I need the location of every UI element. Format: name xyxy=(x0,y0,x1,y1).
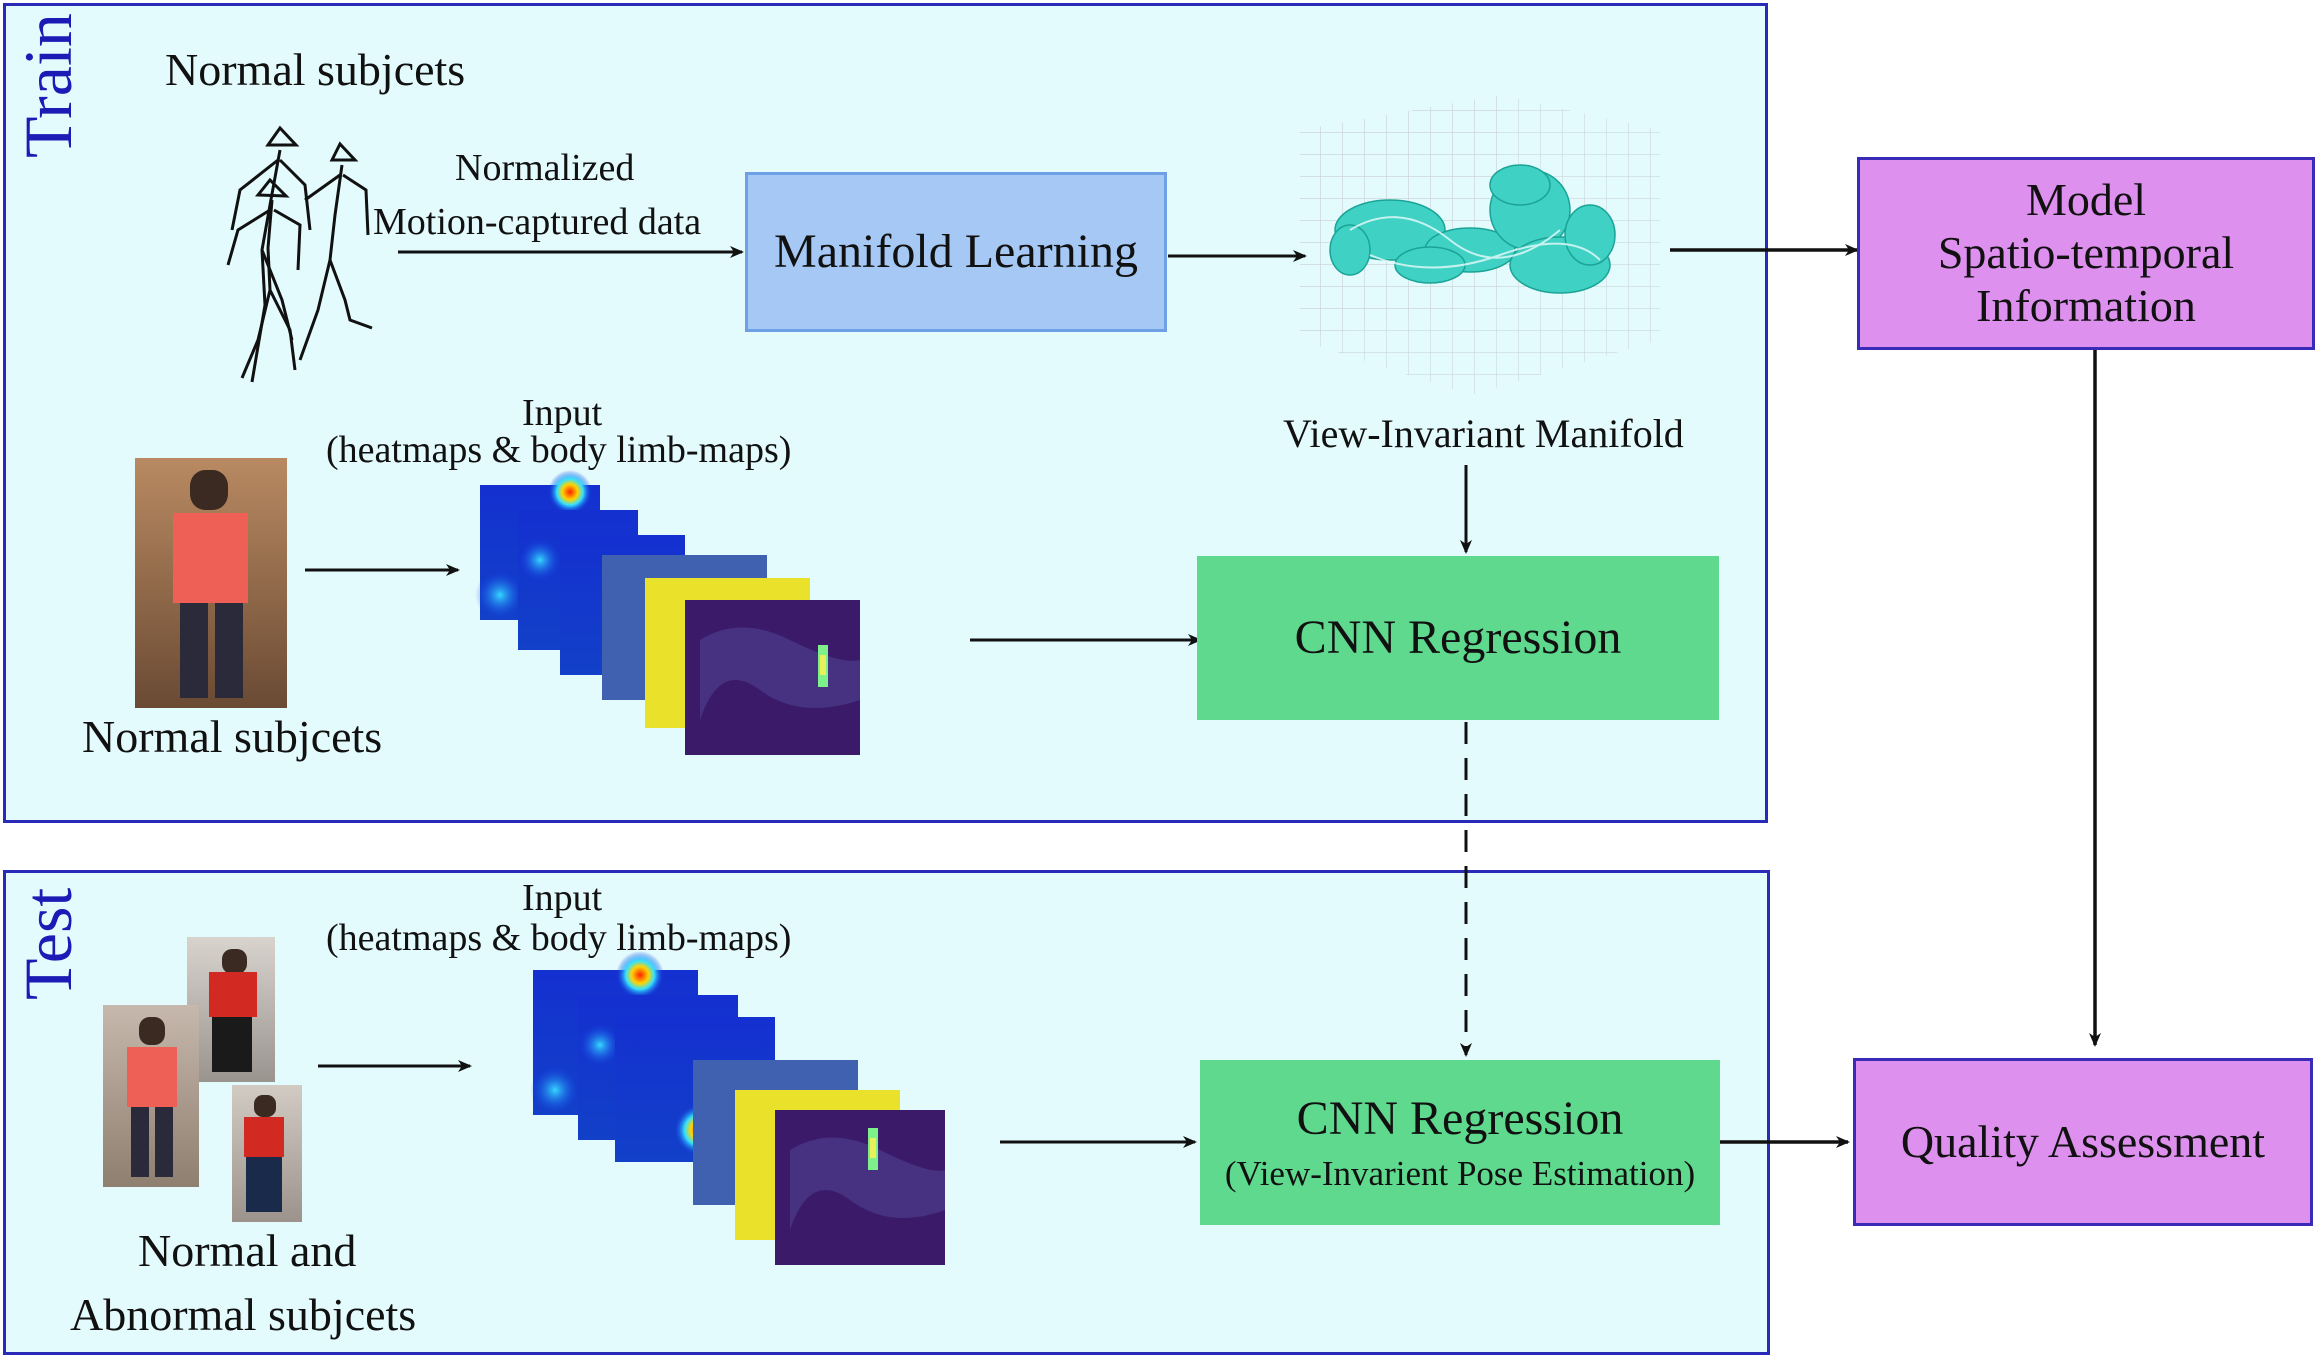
cnn-regression-test-box: CNN Regression (View-Invarient Pose Esti… xyxy=(1200,1060,1720,1225)
normal-subject-photo xyxy=(103,1005,199,1187)
manifold-learning-box: Manifold Learning xyxy=(745,172,1167,332)
skeleton-figures-icon xyxy=(226,125,373,383)
test-heatmap-stack-icon xyxy=(530,951,945,1265)
test-subjects-line1: Normal and xyxy=(138,1225,357,1276)
train-input-subtitle: (heatmaps & body limb-maps) xyxy=(326,429,792,471)
test-input-title: Input xyxy=(522,877,603,919)
cnn-regression-train-box: CNN Regression xyxy=(1197,556,1719,720)
model-box-line3: Information xyxy=(1976,279,2196,331)
manifold-plot-icon xyxy=(1300,95,1660,395)
model-box-line2: Spatio-temporal xyxy=(1937,227,2235,279)
cnn-regression-test-title: CNN Regression xyxy=(1296,1091,1624,1145)
arrow-label-line2: Motion-captured data xyxy=(373,201,702,243)
normal-subjects-bottom-label: Normal subjcets xyxy=(82,711,383,762)
test-subjects-line2: Abnormal subjcets xyxy=(70,1289,417,1340)
crouching-subject-photo xyxy=(232,1085,302,1222)
train-input-title: Input xyxy=(522,392,603,434)
manifold-learning-label: Manifold Learning xyxy=(774,225,1138,279)
cnn-regression-train-label: CNN Regression xyxy=(1294,611,1622,665)
model-spatio-temporal-box: Model Spatio-temporal Information xyxy=(1857,157,2315,350)
view-invariant-manifold-label: View-Invariant Manifold xyxy=(1283,411,1684,456)
test-input-subtitle: (heatmaps & body limb-maps) xyxy=(326,917,792,959)
subject-photo xyxy=(135,458,287,708)
train-heatmap-stack-icon xyxy=(475,470,860,755)
quality-assessment-label: Quality Assessment xyxy=(1900,1115,2266,1167)
abnormal-subject-photo xyxy=(187,937,275,1082)
cnn-regression-test-subtitle: (View-Invarient Pose Estimation) xyxy=(1224,1153,1696,1193)
model-box-line1: Model xyxy=(2025,174,2147,226)
arrow-label-line1: Normalized xyxy=(455,147,635,189)
normal-subjects-top-label: Normal subjcets xyxy=(165,44,466,95)
quality-assessment-box: Quality Assessment xyxy=(1853,1058,2313,1226)
